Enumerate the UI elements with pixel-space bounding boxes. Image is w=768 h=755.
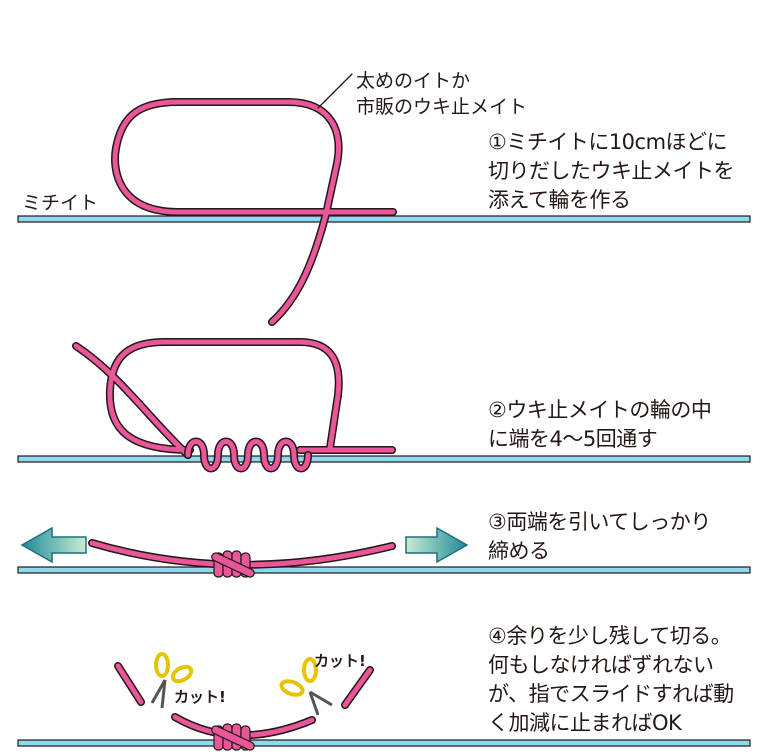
step2-instructions: ②ウキ止メイトの輪の中に端を4〜5回通す (488, 398, 712, 451)
knot-step3 (211, 550, 255, 578)
arrow-right-icon (405, 526, 469, 564)
step4-instructions: ④余りを少し残して切る。何もしなければずれないが、指でスライドすれば動く加減に止… (488, 624, 734, 735)
main-line-label: ミチイト (22, 192, 99, 214)
step4-trimmed-cord (114, 662, 374, 740)
main-line-1 (17, 215, 751, 223)
callout-line (317, 73, 353, 109)
cut-label-left: カット! (174, 688, 226, 706)
step1-loop (111, 98, 397, 326)
cut-label-right: カット! (314, 652, 366, 670)
scissors-icon-left (150, 652, 194, 709)
main-line-2 (17, 455, 751, 463)
thick-line-label-2: 市販のウキ止メイト (356, 96, 528, 118)
knot-step4 (211, 723, 255, 751)
step2-loop (72, 338, 396, 473)
scissors-icon-right (279, 657, 333, 716)
step3-instructions: ③両端を引いてしっかり締める (488, 510, 711, 563)
arrow-left-icon (20, 526, 87, 564)
step1-instructions: ①ミチイトに10cmほどに切りだしたウキ止メイトを添えて輪を作る (488, 130, 735, 212)
main-line-3 (17, 566, 751, 574)
main-line-4 (17, 739, 751, 747)
thick-line-label-1: 太めのイトか (356, 70, 471, 92)
